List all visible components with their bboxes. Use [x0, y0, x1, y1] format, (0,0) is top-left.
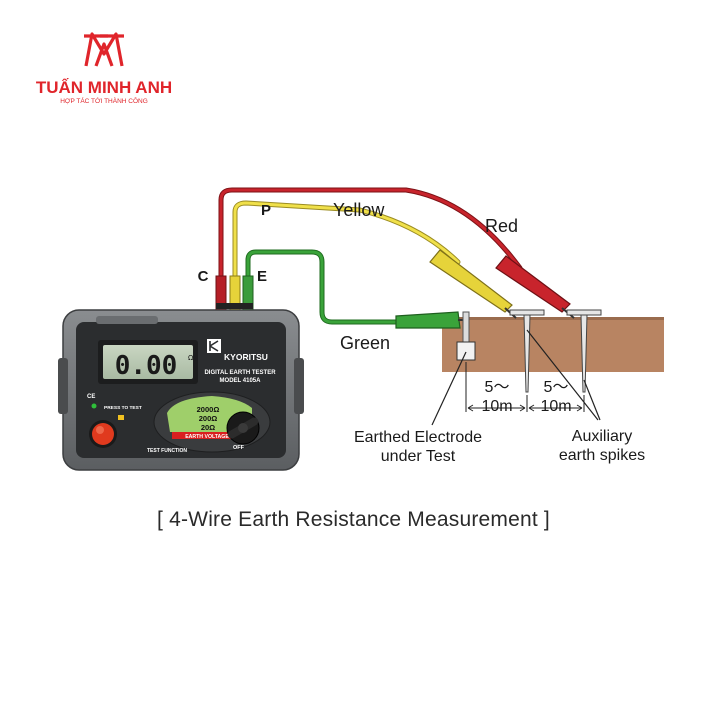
- range-20-label: 20Ω: [201, 423, 215, 432]
- off-label: OFF: [233, 445, 245, 451]
- lead-red-label: Red: [485, 216, 518, 236]
- warning-icon: [118, 415, 124, 420]
- range-200-label: 200Ω: [199, 414, 218, 423]
- press-to-test-button[interactable]: [89, 420, 117, 448]
- tester-product-line1: DIGITAL EARTH TESTER: [204, 370, 276, 376]
- brand-logo: TUẤN MINH ANH HỢP TÁC TỚI THÀNH CÔNG: [36, 32, 172, 105]
- function-rotary-knob[interactable]: [226, 411, 260, 445]
- lead-yellow-label: Yellow: [333, 200, 385, 220]
- clip-green: [395, 311, 468, 329]
- spikes-label-line2: earth spikes: [559, 447, 645, 464]
- distance-markers: [465, 362, 585, 412]
- brand-name: TUẤN MINH ANH: [36, 78, 172, 97]
- terminal-e-label: E: [257, 268, 267, 285]
- earth-spike-1: [509, 309, 545, 393]
- lcd-display: [103, 345, 193, 379]
- ce-mark: CE: [87, 394, 95, 400]
- lead-red: [218, 187, 523, 299]
- distance-2-bottom: 10m: [540, 398, 571, 415]
- power-led-icon: [91, 403, 97, 409]
- lead-green-label: Green: [340, 333, 390, 353]
- kyoritsu-logo-icon: [207, 339, 221, 353]
- earth-spike-2: [566, 309, 602, 393]
- range-2000-label: 2000Ω: [197, 405, 220, 414]
- diagram-caption: [ 4-Wire Earth Resistance Measurement ]: [157, 508, 550, 531]
- brand-tagline: HỢP TÁC TỚI THÀNH CÔNG: [60, 96, 148, 105]
- distance-1-top: 5～: [485, 379, 510, 396]
- electrode-label-line1: Earthed Electrode: [354, 429, 482, 446]
- terminal-plugs: [215, 275, 254, 313]
- lcd-reading: 0.00: [115, 351, 178, 381]
- distance-2-top: 5～: [544, 379, 569, 396]
- earthed-electrode: [456, 311, 476, 361]
- earth-tester-device: 0.00 Ω KYORITSU DIGITAL EARTH TESTER MOD…: [58, 309, 304, 471]
- lcd-unit: Ω: [188, 354, 194, 362]
- earth-voltage-label: EARTH VOLTAGE: [185, 434, 229, 440]
- press-to-test-label: PRESS TO TEST: [104, 405, 142, 411]
- tester-product-line2: MODEL 4105A: [220, 378, 262, 384]
- lead-yellow: [232, 200, 461, 299]
- terminal-c-label: C: [198, 268, 209, 285]
- electrode-label-line2: under Test: [381, 448, 456, 465]
- label-pointers: [431, 329, 601, 426]
- test-function-label: TEST FUNCTION: [147, 448, 187, 454]
- logo-mark-icon: [84, 32, 124, 67]
- terminal-p-label: P: [261, 202, 271, 219]
- distance-1-bottom: 10m: [481, 398, 512, 415]
- spikes-label-line1: Auxiliary: [572, 428, 632, 445]
- lead-green: [245, 249, 401, 325]
- tester-brand: KYORITSU: [224, 352, 268, 362]
